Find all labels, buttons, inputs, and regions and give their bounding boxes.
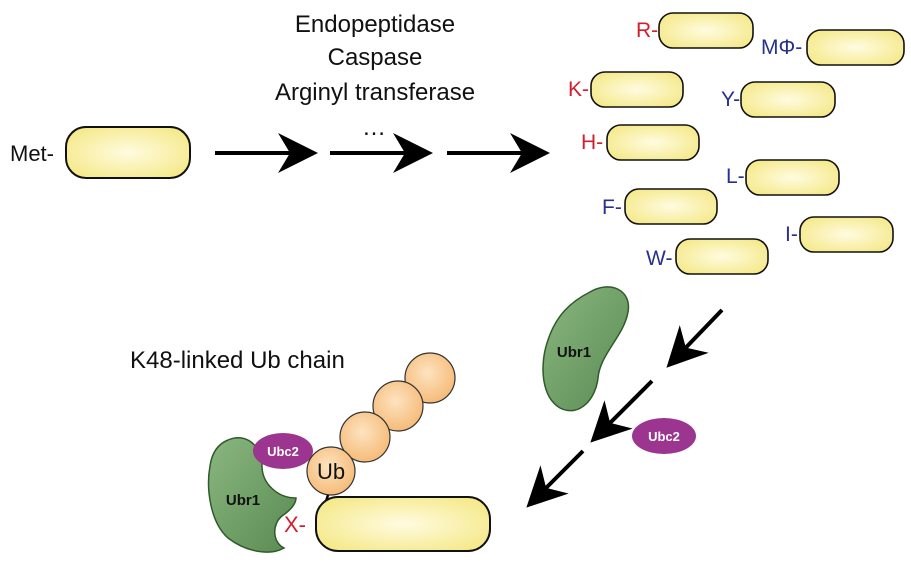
residue-mf-label: MΦ- [761,36,802,59]
protein-w [675,238,769,275]
residue-f-label: F- [602,196,622,219]
residue-k-label: K- [568,78,589,101]
chain-label: K48-linked Ub chain [130,347,345,374]
protein-i [799,216,894,253]
residue-y-label: Y- [721,88,740,111]
protein-f [624,188,718,225]
ubr1-complex-label: Ubr1 [226,492,260,509]
protein-h [606,124,700,161]
arrow-binding-1 [666,308,724,368]
enzyme-caspase: Caspase [328,44,423,71]
residue-l-label: L- [726,165,745,188]
ubc2-complex-label: Ubc2 [267,444,299,459]
residue-i-label: I- [785,223,798,246]
protein-mf [806,29,905,66]
protein-k [590,71,684,108]
protein-r [658,12,754,49]
ub-bead-3 [372,380,424,432]
protein-l [745,159,840,196]
x-residue-label: X- [284,512,306,537]
residue-r-label: R- [636,19,658,42]
ubr1-complex-shape [207,437,297,553]
protein-substrate-x [315,496,491,552]
ubc2-free-shape [632,418,696,454]
residue-h-label: H- [581,131,603,154]
ubr1-free-shape [542,286,630,412]
arrow-binding-2 [590,379,654,443]
arrow-binding-3 [526,449,585,508]
ubc2-free-label: Ubc2 [648,429,680,444]
ubc2-complex-shape [253,433,313,469]
residue-w-label: W- [646,247,672,270]
met-label: Met- [10,141,54,166]
enzyme-ellipsis: … [362,114,386,141]
enzyme-arginyl-transferase: Arginyl transferase [275,79,475,106]
ub-bead-2 [339,411,391,463]
ubr1-free-label: Ubr1 [557,344,591,361]
enzyme-endopeptidase: Endopeptidase [295,11,455,38]
protein-met [65,126,191,179]
ub-bead-1 [306,446,356,496]
protein-y [740,81,836,118]
ub-label: Ub [317,459,345,484]
